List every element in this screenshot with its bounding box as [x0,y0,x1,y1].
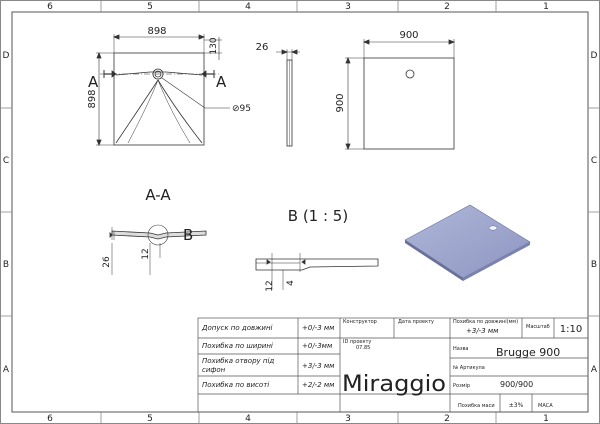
top-height-dim: 900 [335,93,346,112]
section-aa-view [109,224,207,275]
date-label: Дата проекту [398,319,434,325]
column-label: 4 [245,2,251,12]
column-label: 6 [47,414,53,424]
scale-label: Масштаб [526,324,550,330]
column-label: 1 [543,414,549,424]
column-label: 2 [444,414,450,424]
column-label: 6 [47,2,53,12]
column-label: 3 [345,2,351,12]
top-view [345,39,456,151]
tolerance-header-value: +3/-3 мм [466,327,499,335]
column-label: 4 [245,414,251,424]
tray-3d-render [404,204,531,281]
detail-b-view [255,253,379,290]
row-label: A [3,365,10,375]
side-view [276,49,300,147]
hole-diameter-dim: ⊘95 [232,104,251,114]
scale-value: 1:10 [560,324,582,335]
tolerance-header-label: Похибка по довжині(мм) [453,319,518,325]
size-value: 900/900 [500,380,533,389]
column-label: 3 [345,414,351,424]
column-label: 2 [444,2,450,12]
section-mark-left: A [88,73,99,91]
tolerance-value: +0/-3мм [302,342,333,350]
mass-tolerance-label: Похибка маси [458,403,495,409]
detail-title: B (1 : 5) [288,207,348,225]
side-thickness-dim: 26 [256,42,269,53]
detail-dim-b: 4 [286,280,296,286]
plan-edge-dim: 130 [209,37,219,54]
section-overall-dim: 26 [102,256,112,268]
column-label: 5 [147,2,153,12]
plan-height-dim: 898 [87,89,98,108]
row-label: D [3,51,10,61]
row-label: B [3,260,9,270]
project-id-label: ID проекту [343,339,371,345]
size-label: Розмір [453,383,470,389]
plan-view [96,34,230,147]
project-id-value: 07.85 [356,345,370,351]
section-mark-right: A [216,73,227,91]
tray-outline [113,52,205,146]
tolerance-value: +3/-3 мм [302,362,335,370]
column-label: 1 [543,2,549,12]
column-label: 5 [147,414,153,424]
brand-name: Miraggio [342,372,446,397]
title-block-grid [197,317,589,413]
section-inner-dim: 12 [141,248,151,259]
top-drain-hole [405,69,415,79]
row-label: A [591,365,598,375]
plan-width-dim: 898 [147,26,166,37]
name-label: Назва [453,346,469,352]
tolerance-value: +2/-2 мм [302,381,335,389]
detail-callout: B [183,226,193,244]
designer-label: Конструктор [343,319,377,325]
product-name: Brugge 900 [496,346,560,359]
mass-label: МАСА [538,403,553,409]
tolerance-label-cont: сифон [202,366,226,374]
top-width-dim: 900 [399,30,418,41]
detail-dim-a: 12 [265,280,275,291]
mass-tolerance-value: ±3% [509,402,524,409]
tolerance-label: Похибка по ширині [202,342,273,350]
row-label: C [591,156,597,166]
row-label: D [591,51,598,61]
article-label: № Артикула [453,365,485,371]
row-label: C [3,156,9,166]
tolerance-label: Похибка отвору під [202,357,274,365]
tolerance-label: Допуск по довжині [201,324,273,332]
section-title: A-A [145,186,171,204]
tolerance-value: +0/-3 мм [302,324,335,332]
row-label: B [591,260,597,270]
tolerance-label: Похибка по висоті [202,381,269,389]
